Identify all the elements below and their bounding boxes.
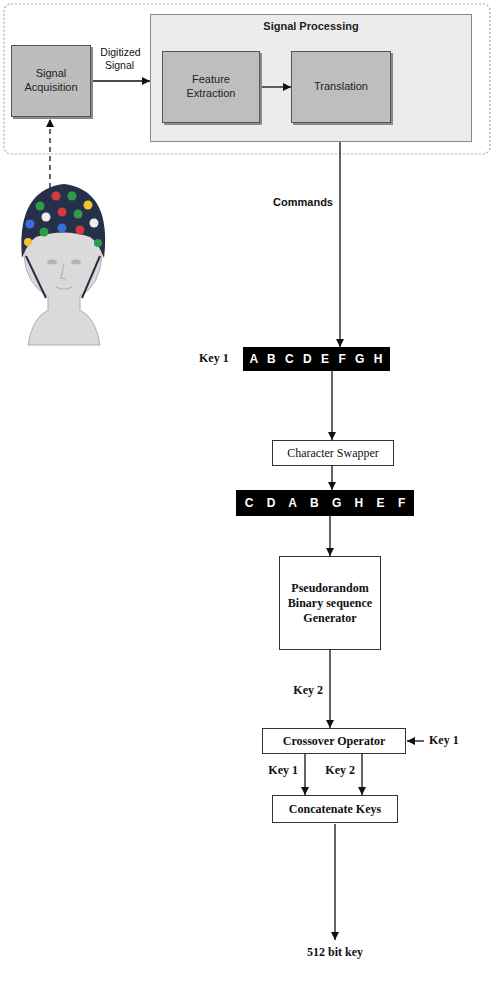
node-text: Translation (314, 80, 368, 94)
key-label-box: 512 bit key (285, 945, 385, 959)
edge-label-box: Commands (262, 196, 334, 209)
edge-label: Key 2 (292, 683, 324, 697)
electrode (58, 224, 67, 233)
edge-label-box: Key 2 (276, 683, 324, 697)
electrode (40, 228, 49, 237)
connector-arrow (329, 650, 330, 728)
group-fill (150, 14, 472, 142)
electrode (42, 213, 51, 222)
chin-strap (26, 256, 100, 298)
eeg-head-illustration (21, 184, 105, 345)
eye (71, 260, 81, 265)
edge-label-box: Key 2 (312, 763, 356, 777)
electrode (84, 201, 93, 210)
node-text: Pseudorandom Binary sequence Generator (286, 581, 374, 626)
edge-label-box: Digitized Signal (92, 46, 148, 71)
edge-label: Commands (272, 196, 334, 208)
edge-label: Digitized Signal (99, 46, 140, 71)
process-box: Signal Acquisition (11, 45, 91, 117)
key-label: Key 1 (428, 733, 460, 747)
electrode (26, 220, 35, 229)
electrode (76, 226, 85, 235)
edge-label: Key 2 (324, 763, 356, 777)
electrode (68, 192, 77, 201)
node-text: Signal Acquisition (18, 67, 84, 95)
node-text: Crossover Operator (283, 734, 386, 749)
connector-arrow (331, 371, 332, 440)
electrode (24, 238, 32, 246)
dotted-region (4, 4, 490, 154)
connector-arrow (331, 466, 332, 490)
input-arrow (407, 740, 424, 741)
electrode (94, 239, 102, 247)
connector-arrow (339, 142, 340, 347)
node-text: Concatenate Keys (289, 802, 381, 817)
electrode (90, 219, 99, 228)
connector-arrow (260, 86, 291, 87)
connector-arrow (361, 754, 362, 795)
electrode (52, 192, 61, 201)
edge-label-box: Key 1 (255, 763, 299, 777)
process-box: Translation (291, 51, 391, 123)
process-box: Feature Extraction (162, 51, 260, 123)
key-bar: A B C D E F G H (243, 347, 390, 371)
eeg-cap (21, 184, 105, 258)
group-title: Signal Processing (157, 20, 465, 34)
process-box: Concatenate Keys (272, 795, 398, 823)
key-bar: C D A B G H E F (236, 490, 414, 516)
group-box: Signal ProcessingFeature Extraction Trans… (150, 14, 472, 142)
electrode (74, 210, 83, 219)
eye (47, 260, 57, 265)
edge-label: Key 1 (267, 763, 299, 777)
connector-arrow (329, 516, 330, 556)
nose (61, 264, 66, 279)
key-label-box: Key 1 (428, 733, 478, 747)
process-box: Crossover Operator (262, 728, 406, 754)
electrode (36, 202, 45, 211)
node-text: A B C D E F G H (250, 352, 383, 367)
connector-arrow (91, 80, 150, 81)
electrode (58, 208, 67, 217)
node-text: Feature Extraction (169, 73, 253, 101)
connector-arrow (304, 754, 305, 795)
output-arrow (334, 824, 335, 940)
node-text: Character Swapper (287, 446, 379, 461)
key-label-box: Key 1 (198, 351, 244, 365)
node-text: C D A B G H E F (245, 496, 405, 511)
key-label: Key 1 (198, 351, 230, 365)
process-box: Pseudorandom Binary sequence Generator (279, 556, 381, 650)
key-label: 512 bit key (306, 945, 364, 959)
dashed-signal-arrow (49, 119, 51, 188)
process-box: Character Swapper (272, 440, 394, 466)
mouth (56, 287, 72, 289)
